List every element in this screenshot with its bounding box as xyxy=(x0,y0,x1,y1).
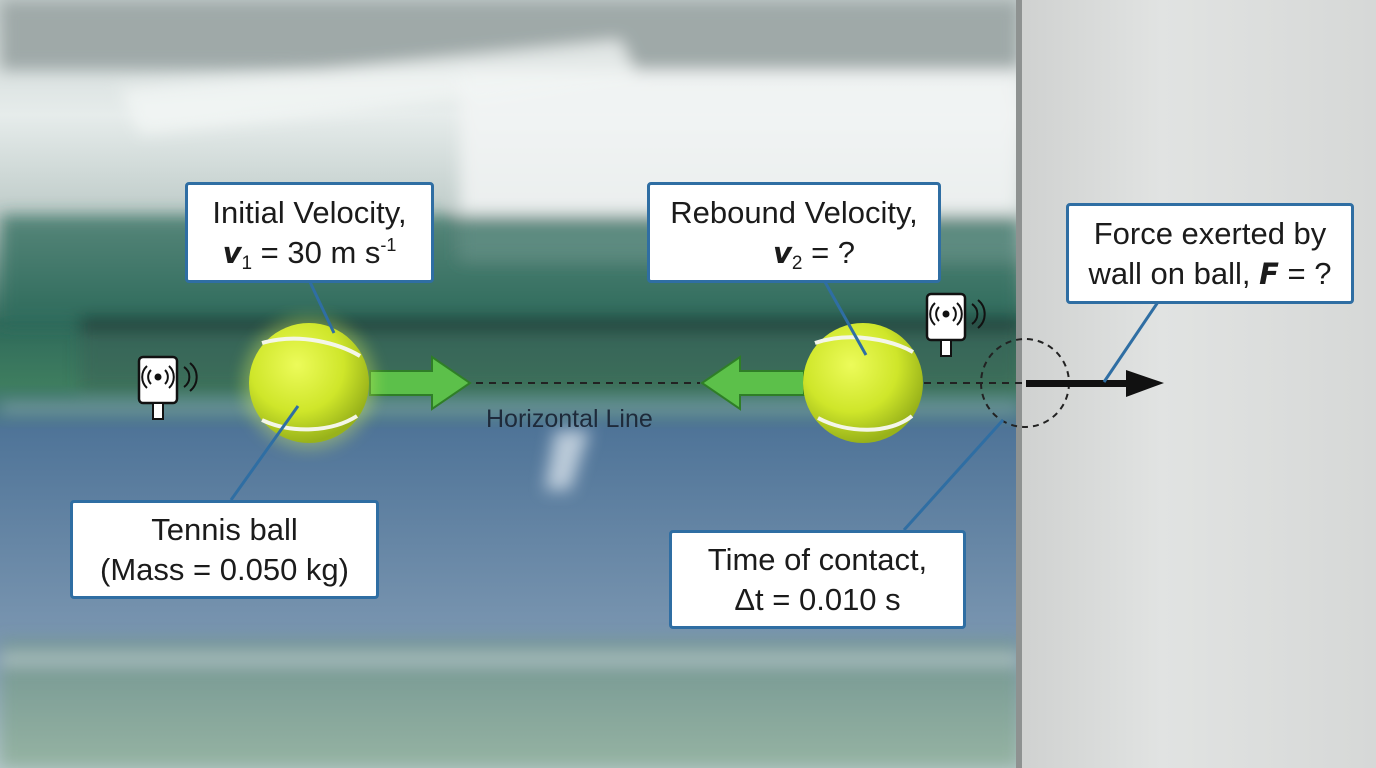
force-value: = ? xyxy=(1278,255,1332,291)
tennis-ball-right xyxy=(803,323,923,443)
force-callout: Force exerted by wall on ball, F = ? xyxy=(1066,203,1354,304)
v2-value: = ? xyxy=(802,234,856,270)
force-prefix: wall on ball, xyxy=(1088,255,1260,291)
tennis-ball-title: Tennis ball xyxy=(151,511,298,547)
tennis-ball-mass: (Mass = 0.050 kg) xyxy=(100,551,349,587)
initial-velocity-arrow xyxy=(369,355,472,411)
v1-symbol: v xyxy=(222,235,242,270)
v1-subscript: 1 xyxy=(241,252,253,274)
time-of-contact-callout: Time of contact, Δt = 0.010 s xyxy=(669,530,966,629)
leader-lines xyxy=(229,281,1160,532)
leader-initial xyxy=(308,281,336,334)
initial-velocity-equation: v1 = 30 m s-1 xyxy=(223,233,397,273)
leader-time xyxy=(902,418,1005,532)
f-symbol: F xyxy=(1259,256,1279,291)
initial-velocity-callout: Initial Velocity, v1 = 30 m s-1 xyxy=(185,182,434,283)
rebound-velocity-equation: v2 = ? xyxy=(733,233,855,273)
sensor-icon xyxy=(925,292,986,357)
v1-exponent: -1 xyxy=(380,234,397,255)
force-equation: wall on ball, F = ? xyxy=(1089,254,1332,294)
leader-rebound xyxy=(823,281,868,356)
v2-subscript: 2 xyxy=(791,252,803,274)
initial-velocity-title: Initial Velocity, xyxy=(212,194,407,230)
v1-value: = 30 m s xyxy=(252,234,381,270)
sensor-icon xyxy=(137,355,198,420)
leader-mass xyxy=(229,405,300,501)
leader-force xyxy=(1102,301,1160,383)
tennis-ball-callout: Tennis ball (Mass = 0.050 kg) xyxy=(70,500,379,599)
rebound-velocity-title: Rebound Velocity, xyxy=(670,194,918,230)
time-of-contact-value: Δt = 0.010 s xyxy=(734,581,901,617)
tennis-ball-left xyxy=(243,317,375,449)
time-of-contact-title: Time of contact, xyxy=(707,541,928,577)
rebound-velocity-callout: Rebound Velocity, v2 = ? xyxy=(647,182,941,283)
horizontal-line-label: Horizontal Line xyxy=(486,405,653,433)
force-title: Force exerted by xyxy=(1093,215,1327,251)
force-arrow xyxy=(1026,370,1164,397)
v2-symbol: v xyxy=(772,235,792,270)
rebound-velocity-arrow xyxy=(700,355,805,411)
